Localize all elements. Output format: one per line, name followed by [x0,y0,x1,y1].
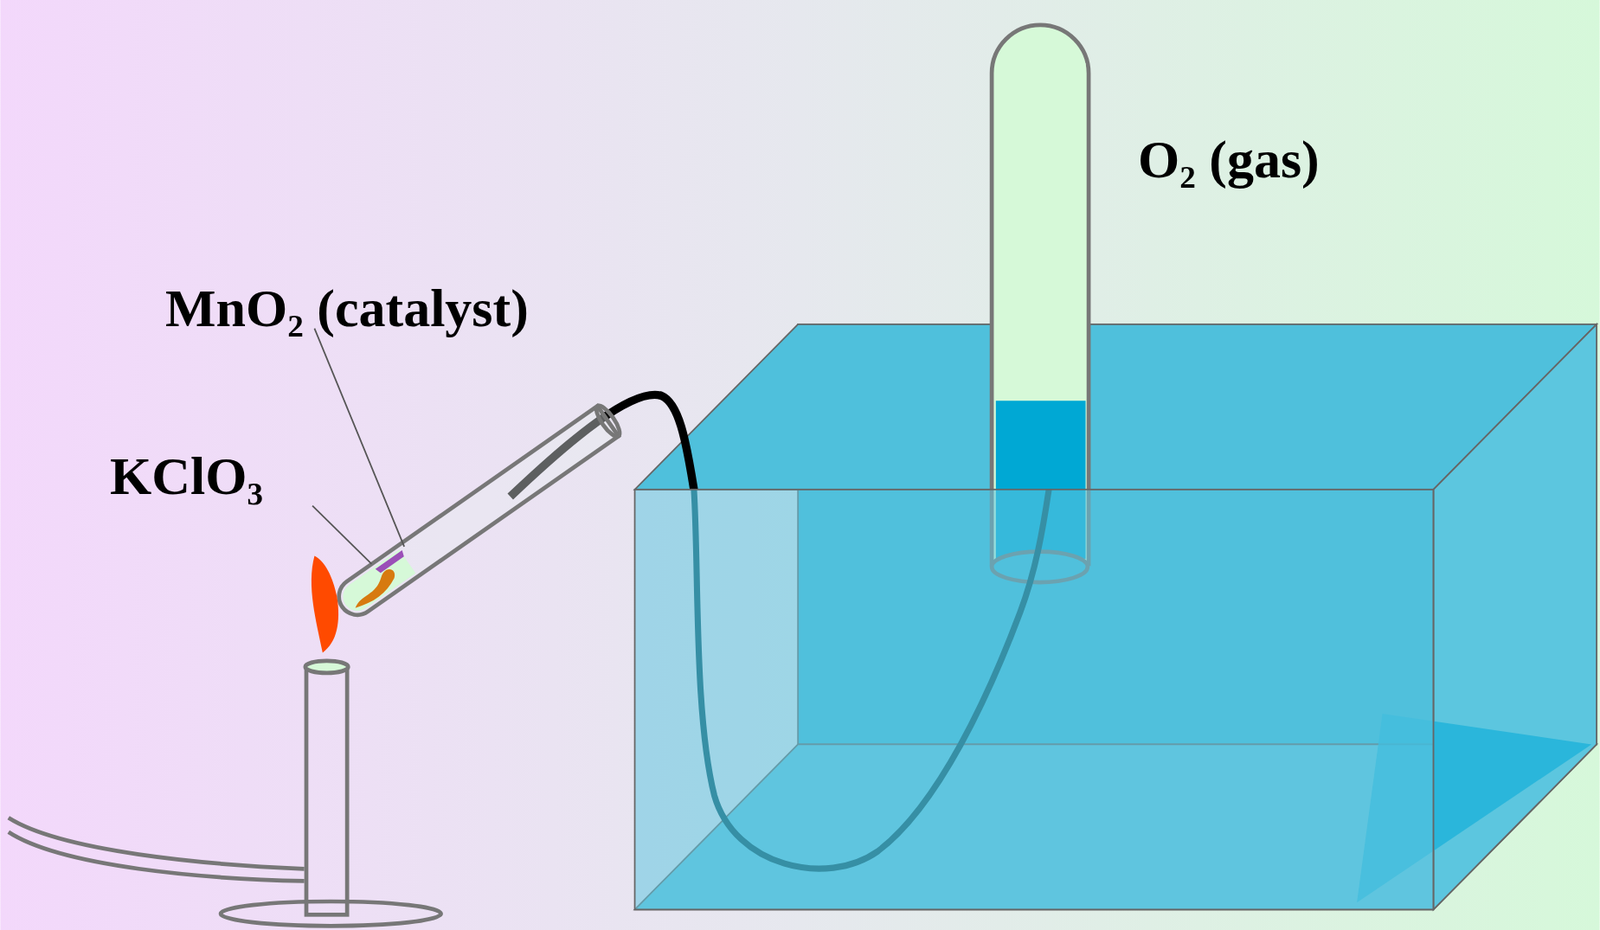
gas-label: O₂ (gas) [1137,132,1320,187]
catalyst-label: MnO₂ (catalyst) [165,281,529,335]
reactant-label: KClO₃ [109,449,264,503]
